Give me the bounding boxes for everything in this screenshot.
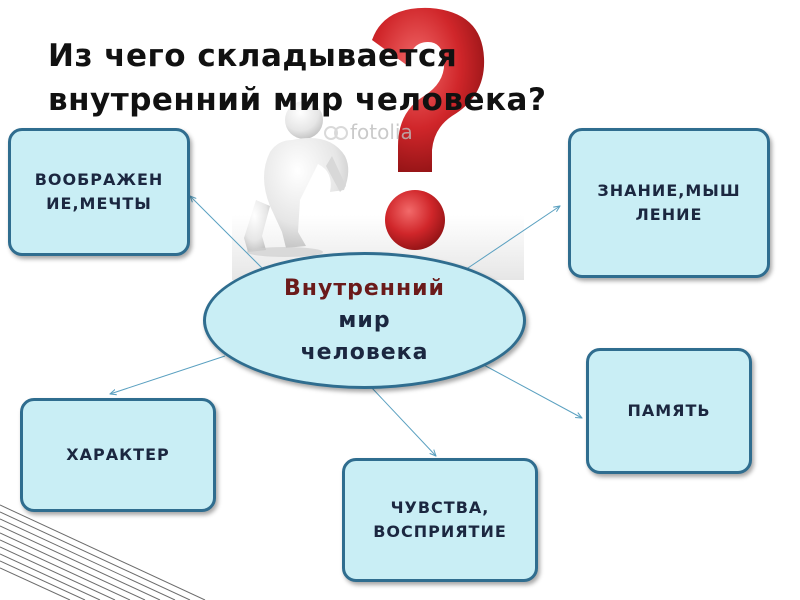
- box-knowledge: ЗНАНИЕ,МЫШ ЛЕНИЕ: [568, 128, 770, 278]
- thinking-person-figure: [244, 101, 349, 257]
- watermark-text: fotolia: [350, 120, 413, 144]
- box-imagination: ВООБРАЖЕН ИЕ,МЕЧТЫ: [8, 128, 190, 256]
- box-memory: ПАМЯТЬ: [586, 348, 752, 474]
- connector-knowledge: [461, 206, 560, 273]
- center-line-1: Внутренний: [284, 275, 445, 301]
- box-character: ХАРАКТЕР: [20, 398, 216, 512]
- box-feelings: ЧУВСТВА, ВОСПРИЯТИЕ: [342, 458, 538, 582]
- center-ellipse: Внутренний мир человека: [203, 252, 526, 389]
- page-title: Из чего складывается внутренний мир чело…: [48, 34, 688, 122]
- box-imagination-line-1: ВООБРАЖЕН: [34, 170, 164, 189]
- connector-imagination: [190, 196, 263, 269]
- box-memory-label: ПАМЯТЬ: [627, 401, 711, 420]
- box-imagination-line-2: ИЕ,МЕЧТЫ: [46, 194, 152, 213]
- center-line-2: мир: [338, 307, 391, 333]
- center-line-3: человека: [300, 339, 429, 365]
- question-mark-icon: [372, 7, 485, 250]
- box-knowledge-line-1: ЗНАНИЕ,МЫШ: [597, 181, 741, 200]
- connector-memory: [481, 363, 582, 418]
- title-line-1: Из чего складывается: [48, 38, 458, 74]
- connector-character: [110, 355, 226, 394]
- box-feelings-line-2: ВОСПРИЯТИЕ: [373, 522, 507, 541]
- box-character-label: ХАРАКТЕР: [66, 445, 170, 464]
- box-knowledge-line-2: ЛЕНИЕ: [635, 205, 703, 224]
- connector-feelings: [371, 387, 436, 456]
- box-feelings-line-1: ЧУВСТВА,: [390, 498, 490, 517]
- watermark: [324, 126, 348, 140]
- title-line-2: внутренний мир человека?: [48, 82, 547, 118]
- decorative-stripes: [0, 504, 206, 600]
